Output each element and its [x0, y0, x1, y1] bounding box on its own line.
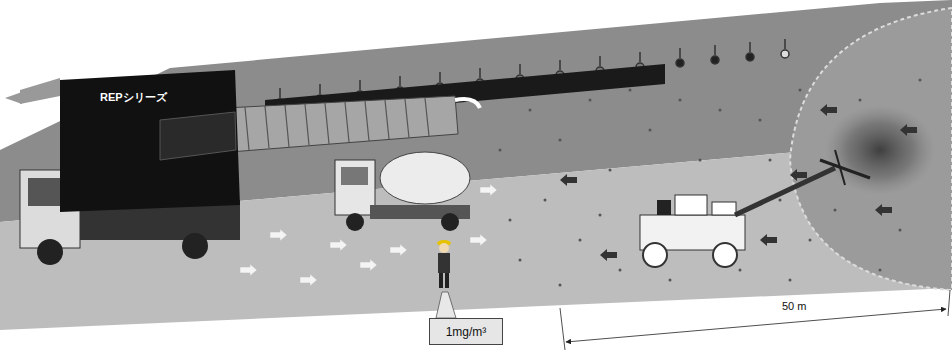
- callout-box: 1mg/m³: [429, 318, 503, 345]
- callout-text: 1mg/m³: [446, 325, 487, 339]
- dimension-label: 50 m: [782, 300, 806, 312]
- equipment-label: REPシリーズ: [100, 90, 167, 105]
